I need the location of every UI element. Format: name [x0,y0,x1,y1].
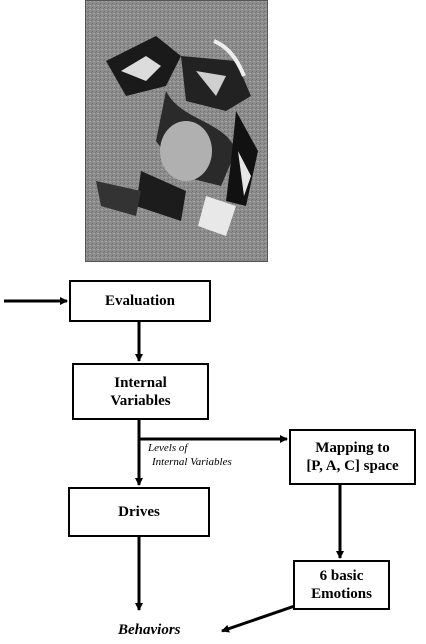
behaviors-label: Behaviors [118,622,181,638]
mapping-label-line2: [P, A, C] space [306,458,399,474]
emotions-label-line1: 6 basic [319,568,364,584]
edge-label-levels-line2: Internal Variables [152,456,232,468]
edge-label-levels-line1: Levels of [148,442,188,454]
evaluation-box: Evaluation [69,280,211,322]
evaluation-label: Evaluation [104,293,176,309]
mapping-label-line1: Mapping to [315,440,390,456]
mapping-box: Mapping to [P, A, C] space [289,429,416,485]
emotions-box: 6 basic Emotions [293,560,390,610]
drives-label: Drives [118,504,160,520]
drives-box: Drives [68,487,210,537]
emotions-label-line2: Emotions [311,586,372,602]
robot-dog-photo [85,0,268,262]
internal-variables-label-line2: Variables [110,392,171,409]
robot-dog-image [86,1,267,261]
internal-variables-box: Internal Variables [72,363,209,420]
internal-variables-label-line1: Internal [114,374,167,391]
